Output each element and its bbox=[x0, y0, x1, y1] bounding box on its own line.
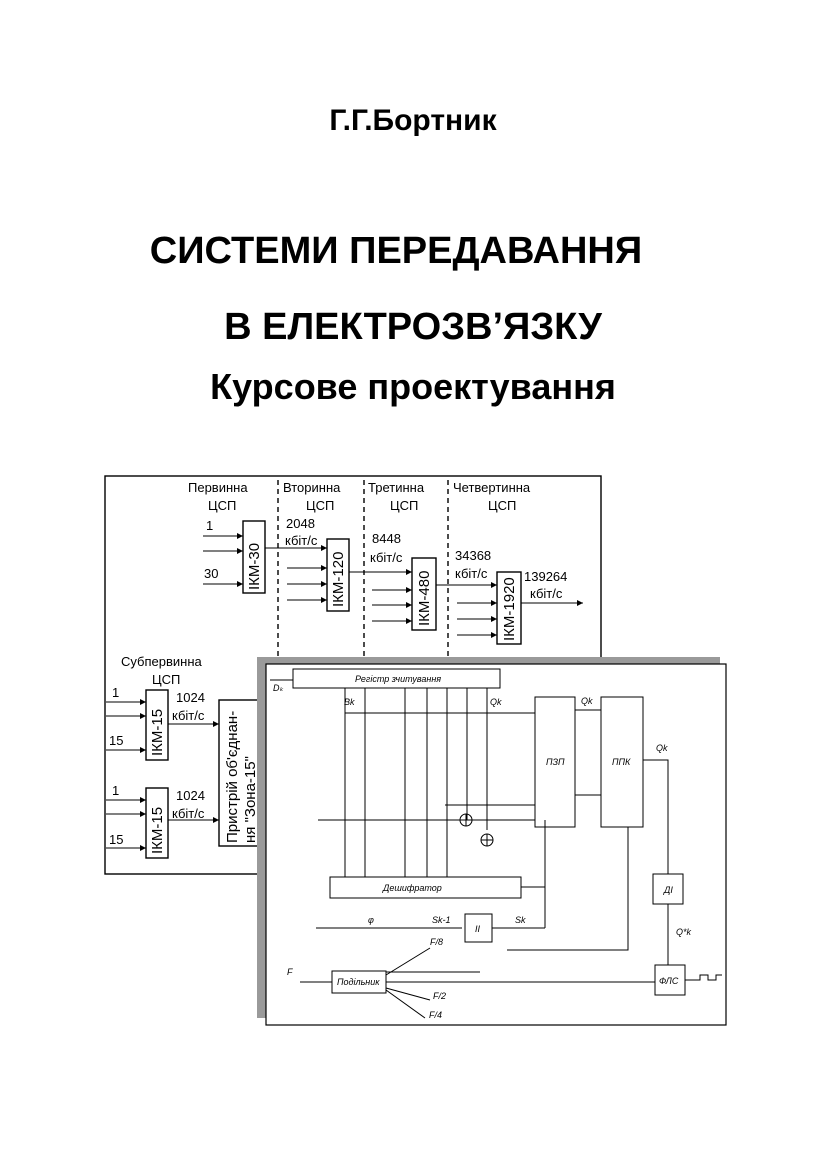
rate-139264: 139264 bbox=[524, 569, 567, 584]
rate-1024-a: 1024 bbox=[176, 690, 205, 705]
ikm120-label: ІКМ-120 bbox=[330, 552, 347, 607]
rate-34368-unit: кбіт/с bbox=[455, 566, 488, 581]
fdc-label: ФЛС bbox=[659, 976, 679, 986]
schematic-frame bbox=[265, 663, 727, 1026]
rate-2048-unit: кбіт/с bbox=[285, 533, 318, 548]
rate-1024-a-unit: кбіт/с bbox=[172, 708, 205, 723]
ikm1920-block bbox=[496, 571, 522, 645]
header-subprimary: Субпервинна bbox=[121, 654, 203, 669]
ikm30-input-30: 30 bbox=[204, 566, 218, 581]
qk-label-register: Qk bbox=[490, 697, 502, 707]
qstar-label: Q*k bbox=[676, 927, 692, 937]
header-primary-csp: ЦСП bbox=[208, 498, 236, 513]
divider-label: Подільник bbox=[337, 977, 380, 987]
ikm15-2-input-15: 15 bbox=[109, 832, 123, 847]
ikm30-block bbox=[242, 520, 266, 594]
qk-label-ppk: Qk bbox=[656, 743, 668, 753]
pzp-label: ПЗП bbox=[546, 757, 565, 767]
rate-139264-unit: кбіт/с bbox=[530, 586, 563, 601]
header-tertiary-csp: ЦСП bbox=[390, 498, 418, 513]
bk-label: Bk bbox=[344, 697, 355, 707]
sk-label: Sk bbox=[515, 915, 526, 925]
f8-label: F/8 bbox=[430, 937, 443, 947]
ikm15-block-2 bbox=[145, 787, 169, 859]
header-subprimary-csp: ЦСП bbox=[152, 672, 180, 687]
register-label: Регістр зчитування bbox=[355, 674, 441, 684]
combiner-label-2: ня "Зона-15" bbox=[242, 756, 259, 843]
schematic-diagram: Регістр зчитування Dₖ Bk Qk ПЗП Qk ППК Q… bbox=[257, 657, 727, 1026]
ikm1920-label: ІКМ-1920 bbox=[501, 577, 518, 641]
pzp-block bbox=[534, 696, 576, 828]
ikm480-block bbox=[411, 557, 437, 631]
subtitle: Курсове проектування bbox=[210, 366, 616, 407]
title-line-1: СИСТЕМИ ПЕРЕДАВАННЯ bbox=[149, 230, 643, 272]
f-label: F bbox=[287, 967, 293, 977]
ikm15-1-input-15: 15 bbox=[109, 733, 123, 748]
rate-8448-unit: кбіт/с bbox=[370, 550, 403, 565]
ikm15-label-2: ІКМ-15 bbox=[149, 807, 166, 854]
ppk-block bbox=[600, 696, 644, 828]
qk-label-pzp: Qk bbox=[581, 696, 593, 706]
combiner-label-1: Пристрій об'єднан- bbox=[224, 711, 241, 843]
author-name: Г.Г.Бортник bbox=[329, 104, 497, 137]
header-secondary-csp: ЦСП bbox=[306, 498, 334, 513]
rate-8448: 8448 bbox=[372, 531, 401, 546]
header-primary: Первинна bbox=[188, 480, 248, 495]
rate-1024-b: 1024 bbox=[176, 788, 205, 803]
register-block bbox=[292, 668, 501, 689]
ikm15-label-1: ІКМ-15 bbox=[149, 709, 166, 756]
rate-2048: 2048 bbox=[286, 516, 315, 531]
f2-label: F/2 bbox=[433, 991, 446, 1001]
dk-label: Dₖ bbox=[273, 683, 283, 693]
decoder-label: Дешифратор bbox=[382, 883, 442, 893]
header-quaternary-csp: ЦСП bbox=[488, 498, 516, 513]
header-secondary: Вторинна bbox=[283, 480, 341, 495]
sk1-label: Sk-1 bbox=[432, 915, 451, 925]
rate-34368: 34368 bbox=[455, 548, 491, 563]
ii-label: ІІ bbox=[475, 924, 481, 934]
rate-1024-b-unit: кбіт/с bbox=[172, 806, 205, 821]
ppk-label: ППК bbox=[612, 757, 631, 767]
phi-label: φ bbox=[368, 915, 374, 925]
ikm30-input-1: 1 bbox=[206, 518, 213, 533]
title-line-2: В ЕЛЕКТРОЗВ’ЯЗКУ bbox=[224, 306, 602, 348]
ikm120-block bbox=[326, 538, 350, 612]
ikm480-label: ІКМ-480 bbox=[416, 571, 433, 626]
f4-label: F/4 bbox=[429, 1010, 442, 1020]
ikm15-block-1 bbox=[145, 689, 169, 761]
di-label: ДІ bbox=[663, 885, 673, 895]
header-tertiary: Третинна bbox=[368, 480, 425, 495]
ikm15-1-input-1: 1 bbox=[112, 685, 119, 700]
header-quaternary: Четвертинна bbox=[453, 480, 531, 495]
ikm30-label: ІКМ-30 bbox=[246, 543, 263, 590]
ikm15-2-input-1: 1 bbox=[112, 783, 119, 798]
